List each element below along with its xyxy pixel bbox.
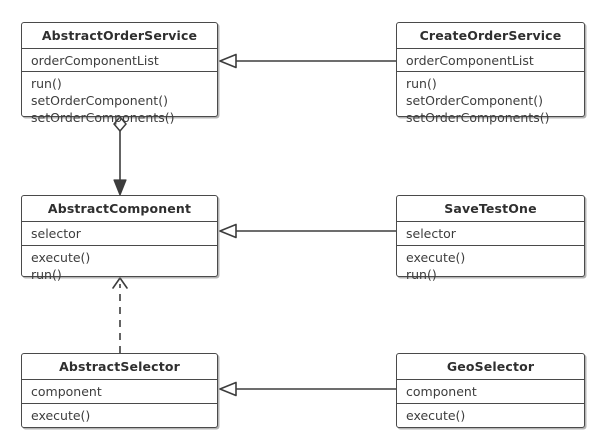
- class-operation: setOrderComponents(): [31, 110, 175, 125]
- class-operation: execute(): [31, 250, 91, 265]
- class-box-create-order-service[interactable]: CreateOrderService orderComponentList ru…: [396, 22, 585, 125]
- class-operation: setOrderComponent(): [406, 93, 543, 108]
- class-box-abstract-component[interactable]: AbstractComponent selector execute() run…: [21, 195, 218, 282]
- class-operations-geo-selector: execute(): [397, 404, 584, 427]
- class-attributes-abstract-order-service: orderComponentList: [22, 49, 217, 72]
- class-box-save-test-one[interactable]: SaveTestOne selector execute() run(): [396, 195, 585, 282]
- class-title-create-order-service: CreateOrderService: [397, 23, 584, 49]
- class-box-abstract-selector[interactable]: AbstractSelector component execute(): [21, 353, 218, 428]
- class-operation: run(): [31, 267, 62, 282]
- class-attributes-geo-selector: component: [397, 380, 584, 404]
- class-operation: execute(): [406, 250, 466, 265]
- class-operations-abstract-order-service: run() setOrderComponent() setOrderCompon…: [22, 72, 217, 129]
- relationship-generalization-create-order-service: [219, 53, 396, 69]
- class-operation: execute(): [31, 408, 91, 423]
- class-box-geo-selector[interactable]: GeoSelector component execute(): [396, 353, 585, 428]
- class-title-geo-selector: GeoSelector: [397, 354, 584, 380]
- class-operation: run(): [406, 76, 437, 91]
- relationship-aggregation-order-service-component: [113, 116, 127, 196]
- class-attribute: selector: [406, 226, 456, 241]
- class-operation: setOrderComponents(): [406, 110, 550, 125]
- relationship-dependency-selector-component: [112, 277, 128, 353]
- class-operations-abstract-component: execute() run(): [22, 246, 217, 286]
- class-operation: run(): [406, 267, 437, 282]
- class-operations-save-test-one: execute() run(): [397, 246, 584, 286]
- class-attribute: orderComponentList: [406, 53, 534, 68]
- class-operation: run(): [31, 76, 62, 91]
- class-operation: execute(): [406, 408, 466, 423]
- relationship-generalization-save-test-one: [219, 223, 396, 239]
- class-box-abstract-order-service[interactable]: AbstractOrderService orderComponentList …: [21, 22, 218, 125]
- class-title-abstract-order-service: AbstractOrderService: [22, 23, 217, 49]
- class-attributes-save-test-one: selector: [397, 222, 584, 246]
- class-attribute: selector: [31, 226, 81, 241]
- class-title-abstract-selector: AbstractSelector: [22, 354, 217, 380]
- class-attribute: component: [406, 384, 477, 399]
- class-operations-abstract-selector: execute(): [22, 404, 217, 427]
- relationship-generalization-geo-selector: [219, 381, 396, 397]
- class-title-save-test-one: SaveTestOne: [397, 196, 584, 222]
- class-operation: setOrderComponent(): [31, 93, 168, 108]
- class-title-abstract-component: AbstractComponent: [22, 196, 217, 222]
- class-operations-create-order-service: run() setOrderComponent() setOrderCompon…: [397, 72, 584, 129]
- class-attribute: component: [31, 384, 102, 399]
- class-attributes-create-order-service: orderComponentList: [397, 49, 584, 72]
- class-attribute: orderComponentList: [31, 53, 159, 68]
- class-attributes-abstract-component: selector: [22, 222, 217, 246]
- class-attributes-abstract-selector: component: [22, 380, 217, 404]
